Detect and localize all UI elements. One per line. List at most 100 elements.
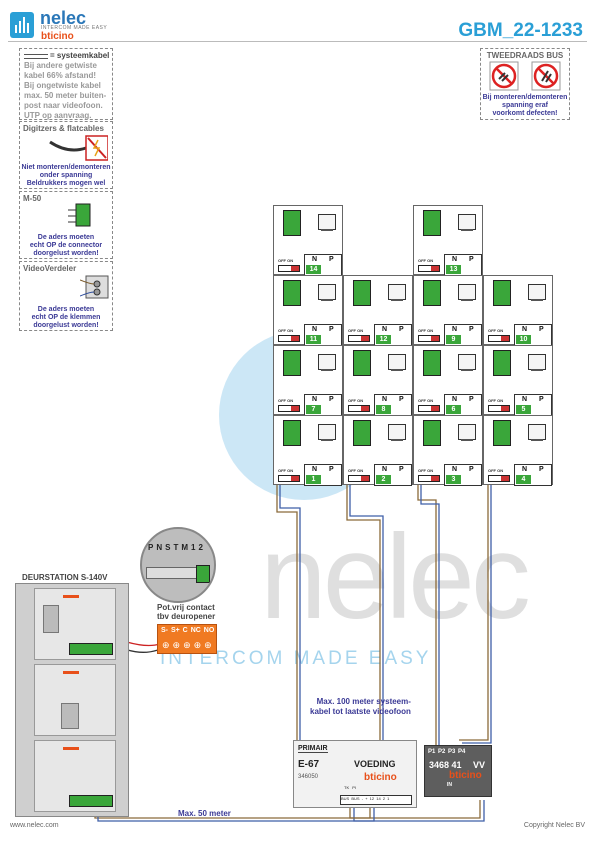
module-slot [43,605,59,633]
distributor-model: 3468 41 [429,760,462,770]
videophone-number: 1 [306,475,321,484]
door-station [15,583,129,817]
address-box: N P 11 [304,324,342,346]
note-line: Bij ongetwiste kabel [24,81,101,90]
n-label: N [452,466,458,473]
bus-connector [423,210,441,236]
screen-stand [321,439,333,441]
screen-stand [531,439,543,441]
warn-line: onder spanning [39,172,93,179]
brand-name: nelec [40,8,87,28]
p-label: P [469,466,474,473]
address-box: N P 10 [514,324,552,346]
ps-term: PI [352,785,357,790]
p-label: P [469,326,474,333]
offon-label: OFF ON [488,468,504,473]
termination-switch[interactable] [488,475,510,482]
n-label: N [452,256,458,263]
distributor-vv: VV [473,760,486,770]
warn-line: echt OP de klemmen [31,314,101,321]
screen-icon [458,354,476,370]
footer-website[interactable]: www.nelec.com [10,822,59,829]
termination-switch[interactable] [278,335,300,342]
videoverdeler-terminal-icon [80,275,109,299]
videophone-9[interactable]: OFF ON N P 9 [413,275,483,346]
brand-tagline: INTERCOM MADE EASY [41,25,108,31]
videophone-13[interactable]: OFF ON N P 13 [413,205,483,276]
tweedraads-title: TWEEDRAADS BUS [486,51,564,60]
videophone-2[interactable]: OFF ON N P 2 [343,415,413,486]
terminal-label: NC [190,627,201,634]
termination-switch[interactable] [348,405,370,412]
videophone-11[interactable]: OFF ON N P 11 [273,275,343,346]
address-box: N P 9 [444,324,482,346]
conn-label: T [173,543,182,552]
warn-line: spanning eraf [502,102,548,109]
termination-switch[interactable] [418,335,440,342]
video-distributor: P1 P2 P3 P4 3468 41 VV bticino IN [424,745,492,797]
m50-title: M-50 [23,194,42,203]
bus-connector [283,280,301,306]
videophone-4[interactable]: OFF ON N P 4 [483,415,553,486]
n-label: N [382,466,388,473]
termination-switch[interactable] [278,475,300,482]
termination-switch[interactable] [488,335,510,342]
offon-label: OFF ON [278,258,294,263]
address-box: N P 4 [514,464,552,486]
termination-switch[interactable] [348,475,370,482]
offon-label: OFF ON [348,468,364,473]
max100-note: Max. 100 meter systeem- kabel tot laatst… [310,697,411,717]
relay-contact: S- S+ C NC NO ⊕⊕⊕⊕⊕ [157,624,217,654]
nelec-logo-icon [10,12,34,38]
warn-line: Beldrukkers mogen wel [26,180,106,187]
n-label: N [312,326,318,333]
videophone-8[interactable]: OFF ON N P 8 [343,345,413,416]
bus-connector [283,350,301,376]
videophone-1[interactable]: OFF ON N P 1 [273,415,343,486]
screen-stand [321,369,333,371]
offon-label: OFF ON [418,328,434,333]
videophone-5[interactable]: OFF ON N P 5 [483,345,553,416]
partner-logo: bticino [41,31,74,42]
conn-label: P [148,543,157,552]
termination-switch[interactable] [278,405,300,412]
screen-icon [458,424,476,440]
videophone-6[interactable]: OFF ON N P 6 [413,345,483,416]
videophone-number: 7 [306,405,321,414]
offon-label: OFF ON [488,398,504,403]
module-slot [61,703,79,729]
videophone-number: 9 [446,335,461,344]
contact-terminals: S- S+ C NC NO [161,627,214,634]
note-line: post naar videofoon. [24,101,103,110]
termination-switch[interactable] [418,475,440,482]
ps-terminal-block: BUS BUS - + 12 14 2 1 [340,795,412,805]
termination-switch[interactable] [418,405,440,412]
p-label: P [469,256,474,263]
terminal-label: S- [161,627,168,634]
m50-connector-icon [68,203,91,227]
termination-switch[interactable] [418,265,440,272]
videophone-7[interactable]: OFF ON N P 7 [273,345,343,416]
videophone-14[interactable]: OFF ON N P 14 [273,205,343,276]
screen-icon [528,354,546,370]
offon-label: OFF ON [488,328,504,333]
warn-line: Niet monteren/demonteren [21,164,111,171]
ps-article: 346050 [298,774,319,780]
termination-switch[interactable] [348,335,370,342]
terminal-label: S+ [170,627,180,634]
terminal-label: C [182,627,188,634]
videophone-12[interactable]: OFF ON N P 12 [343,275,413,346]
screen-stand [461,369,473,371]
videophone-3[interactable]: OFF ON N P 3 [413,415,483,486]
videophone-10[interactable]: OFF ON N P 10 [483,275,553,346]
distributor-in: IN [447,782,452,788]
address-box: N P 14 [304,254,342,276]
termination-switch[interactable] [488,405,510,412]
offon-label: OFF ON [348,328,364,333]
videoverdeler-warning: De aders moeten echt OP de klemmen doorg… [20,306,112,330]
videophone-number: 13 [446,265,461,274]
videophone-number: 2 [376,475,391,484]
screen-stand [531,369,543,371]
bus-connector [283,210,301,236]
termination-switch[interactable] [278,265,300,272]
